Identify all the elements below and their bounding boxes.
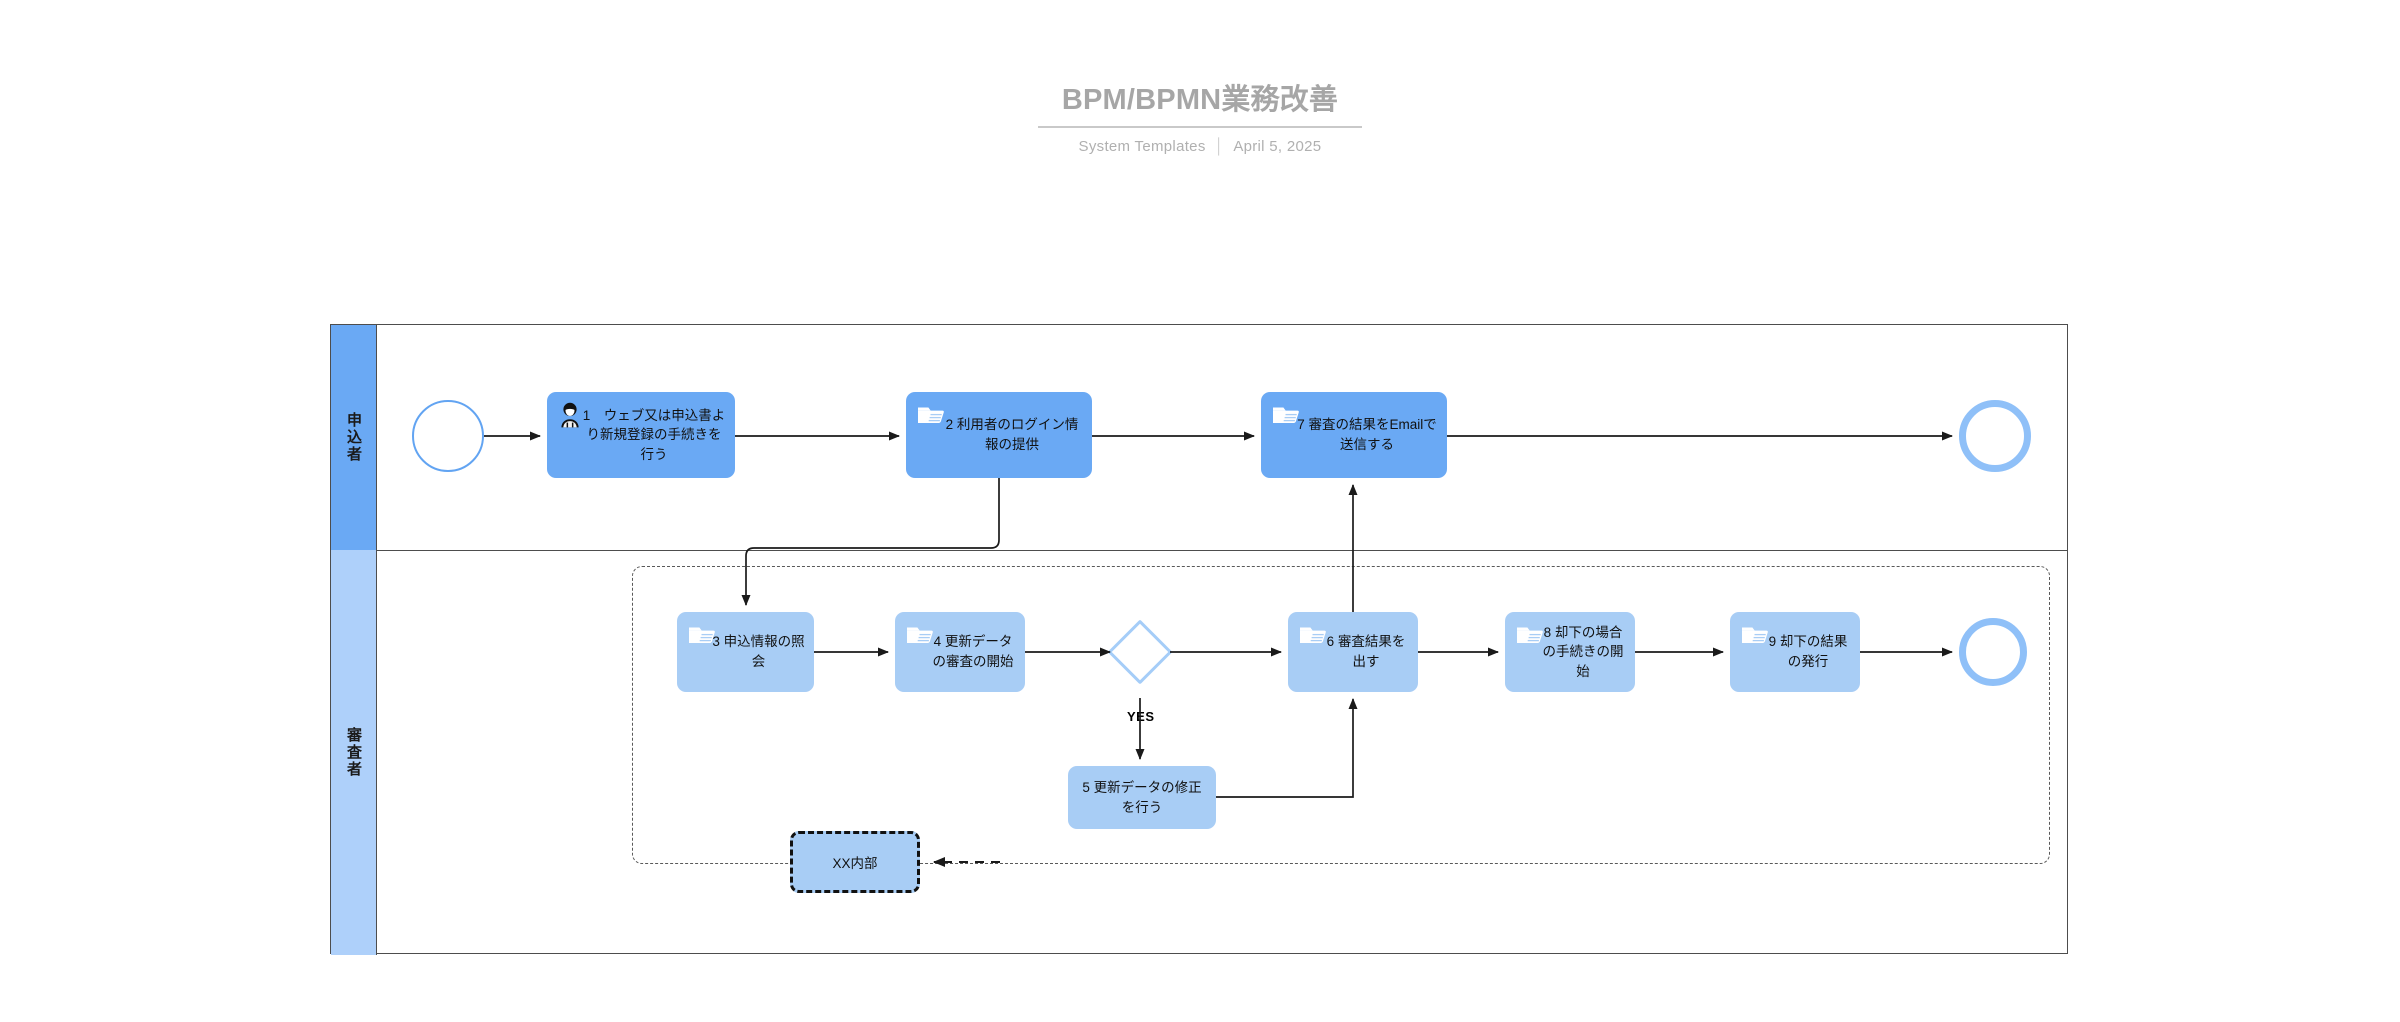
task-4[interactable]: 4 更新データの審査の開始 — [895, 612, 1025, 692]
document-header: BPM/BPMN業務改善 System Templates │ April 5, 2… — [0, 84, 2400, 155]
task-7[interactable]: 7 審査の結果をEmailで送信する — [1261, 392, 1447, 478]
task-9[interactable]: 9 却下の結果の発行 — [1730, 612, 1860, 692]
page-title: BPM/BPMN業務改善 — [1037, 84, 1363, 129]
task-6[interactable]: 6 審査結果を出す — [1288, 612, 1418, 692]
service-icon — [1515, 622, 1545, 648]
service-icon — [1740, 622, 1770, 648]
start-event[interactable] — [412, 400, 484, 472]
flow-task5-to-task6 — [1216, 698, 1358, 798]
task-7-label: 7 審査の結果をEmailで送信する — [1297, 417, 1437, 452]
service-icon — [916, 402, 946, 428]
service-icon — [905, 622, 935, 648]
reviewer-group-box — [632, 566, 2050, 864]
service-icon — [1298, 622, 1328, 648]
task-8[interactable]: 8 却下の場合の手続きの開始 — [1505, 612, 1635, 692]
task-2[interactable]: 2 利用者のログイン情報の提供 — [906, 392, 1092, 478]
flow-task2-to-task3 — [741, 478, 1000, 606]
task-9-label: 9 却下の結果の発行 — [1768, 634, 1848, 669]
subprocess-xx-label: XX内部 — [832, 856, 878, 871]
lane-applicant-label-text: 申込者 — [345, 412, 362, 463]
service-icon — [1271, 402, 1301, 428]
end-event-applicant[interactable] — [1959, 400, 2031, 472]
lane-reviewer-label: 審査者 — [331, 550, 377, 955]
document-subtitle: System Templates │ April 5, 2025 — [0, 138, 2400, 155]
document-source: System Templates — [1078, 138, 1206, 156]
subprocess-xx-internal[interactable]: XX内部 — [790, 831, 920, 893]
task-1-label: 1 ウェブ又は申込書より新規登録の手続きを行う — [582, 407, 726, 462]
lane-applicant: 申込者 — [331, 325, 2067, 550]
subtitle-separator: │ — [1214, 138, 1225, 156]
task-6-label: 6 審査結果を出す — [1326, 634, 1406, 669]
task-5[interactable]: 5 更新データの修正を行う — [1068, 766, 1216, 829]
document-date: April 5, 2025 — [1233, 138, 1322, 156]
lane-reviewer-label-text: 審査者 — [345, 727, 362, 778]
task-1[interactable]: 1 ウェブ又は申込書より新規登録の手続きを行う — [547, 392, 735, 478]
task-2-label: 2 利用者のログイン情報の提供 — [945, 417, 1079, 452]
task-5-label: 5 更新データの修正を行う — [1082, 779, 1202, 815]
task-4-label: 4 更新データの審査の開始 — [932, 634, 1014, 669]
service-icon — [687, 622, 717, 648]
task-3[interactable]: 3 申込情報の照会 — [677, 612, 814, 692]
lane-reviewer: 審査者 — [331, 550, 2067, 955]
task-3-label: 3 申込情報の照会 — [712, 634, 805, 669]
lane-applicant-label: 申込者 — [331, 325, 377, 550]
task-8-label: 8 却下の場合の手続きの開始 — [1542, 624, 1624, 679]
user-icon — [557, 402, 587, 428]
lane-divider — [331, 550, 2067, 551]
end-event-reviewer[interactable] — [1959, 618, 2027, 686]
